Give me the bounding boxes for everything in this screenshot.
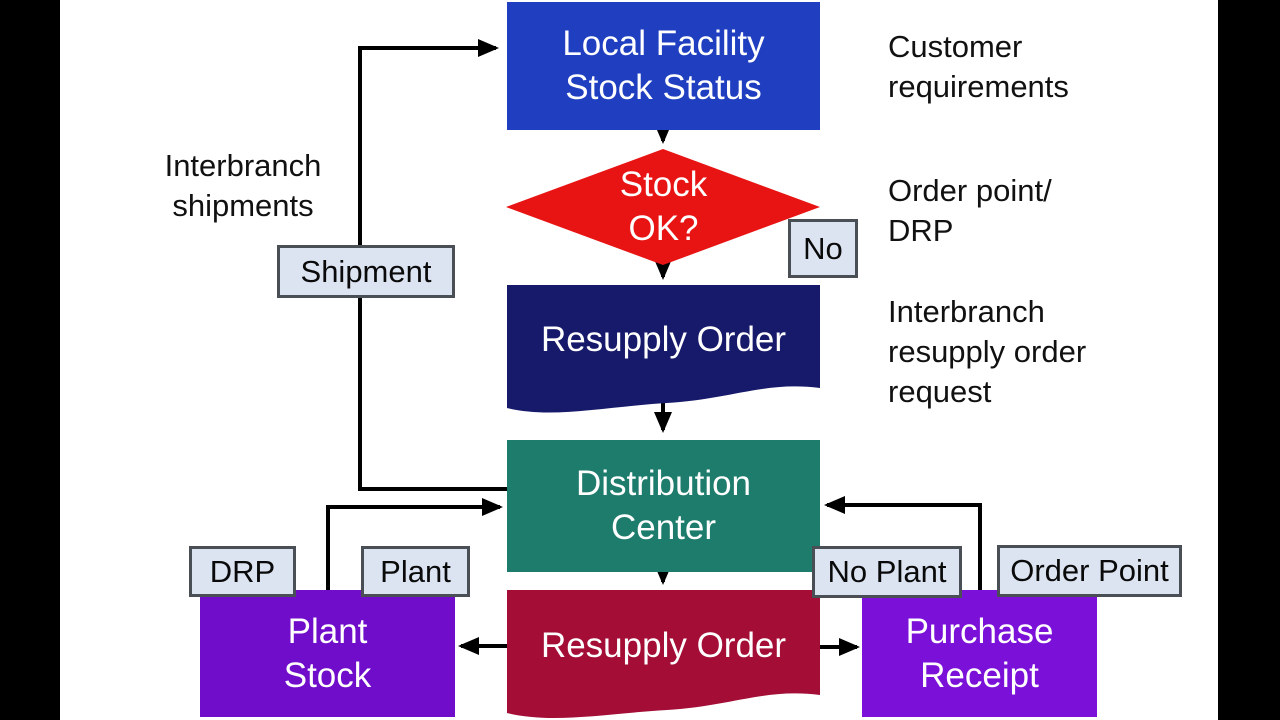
annotation-line: DRP <box>888 213 954 248</box>
node-local-facility-stock-status <box>507 2 820 130</box>
tag-label: No Plant <box>827 554 947 589</box>
connector-purchase-receipt-to-distribution-center <box>824 496 982 592</box>
node-purchase-receipt <box>862 590 1097 717</box>
node-plant-stock <box>200 590 455 717</box>
purchase-receipt-caption: Purchase Receipt <box>862 590 1097 717</box>
tag-no-plant: No Plant <box>812 546 962 598</box>
tag-label: Plant <box>380 553 451 589</box>
annotation-interbranch-resupply-order-request: Interbranch resupply order request <box>888 292 1086 412</box>
node-stock-ok-decision <box>506 149 820 265</box>
annotation-customer-requirements: Customer requirements <box>888 27 1069 107</box>
caption-line: Center <box>610 508 717 547</box>
node-distribution-center <box>507 440 820 572</box>
annotation-line: Interbranch <box>888 294 1045 329</box>
tag-shipment: Shipment <box>277 245 455 298</box>
caption-line: Plant <box>287 611 368 651</box>
letterbox-right <box>1218 0 1280 720</box>
annotation-line: requirements <box>888 69 1069 104</box>
connector-plant-stock-to-distribution-center <box>326 498 503 592</box>
annotation-order-point-drp: Order point/ DRP <box>888 171 1052 251</box>
caption-line: Distribution <box>575 464 752 503</box>
flowchart-graphics <box>200 2 1097 718</box>
annotation-line: Order point/ <box>888 173 1052 208</box>
node-resupply-order-top-document <box>507 285 820 413</box>
caption-line: Stock <box>619 165 708 204</box>
tag-label: No <box>803 230 843 266</box>
tag-plant: Plant <box>361 546 470 597</box>
plant-stock-caption: Plant Stock <box>200 590 455 717</box>
distribution-center-caption: Distribution Center <box>507 440 820 572</box>
caption-line: Resupply Order <box>540 626 787 665</box>
tag-drp: DRP <box>189 546 296 597</box>
stock-ok-caption: Stock OK? <box>507 149 820 265</box>
annotation-interbranch-shipments: Interbranch shipments <box>148 146 338 226</box>
annotation-line: request <box>888 374 992 409</box>
resupply-order-bottom-caption: Resupply Order <box>507 590 820 702</box>
caption-line: OK? <box>628 209 699 248</box>
caption-line: Stock <box>283 655 372 695</box>
annotation-line: shipments <box>172 188 314 223</box>
caption-line: Resupply Order <box>540 320 787 359</box>
node-resupply-order-bottom-document <box>507 590 820 718</box>
tag-label: DRP <box>209 553 276 589</box>
caption-line: Receipt <box>920 655 1039 695</box>
annotation-line: Interbranch <box>164 148 322 183</box>
tag-order-point: Order Point <box>997 545 1182 597</box>
letterbox-left <box>0 0 60 720</box>
tag-label: Order Point <box>1010 553 1169 588</box>
caption-line: Purchase <box>905 611 1054 651</box>
caption-line: Local Facility <box>562 24 765 63</box>
tag-label: Shipment <box>300 253 432 289</box>
caption-line: Stock Status <box>565 68 762 107</box>
flowchart-canvas: Local Facility Stock Status Stock OK? Re… <box>60 0 1218 720</box>
tag-no: No <box>788 219 858 278</box>
annotation-line: Customer <box>888 29 1023 64</box>
resupply-order-top-caption: Resupply Order <box>507 285 820 395</box>
local-facility-stock-status-caption: Local Facility Stock Status <box>507 2 820 130</box>
annotation-line: resupply order <box>888 334 1087 369</box>
